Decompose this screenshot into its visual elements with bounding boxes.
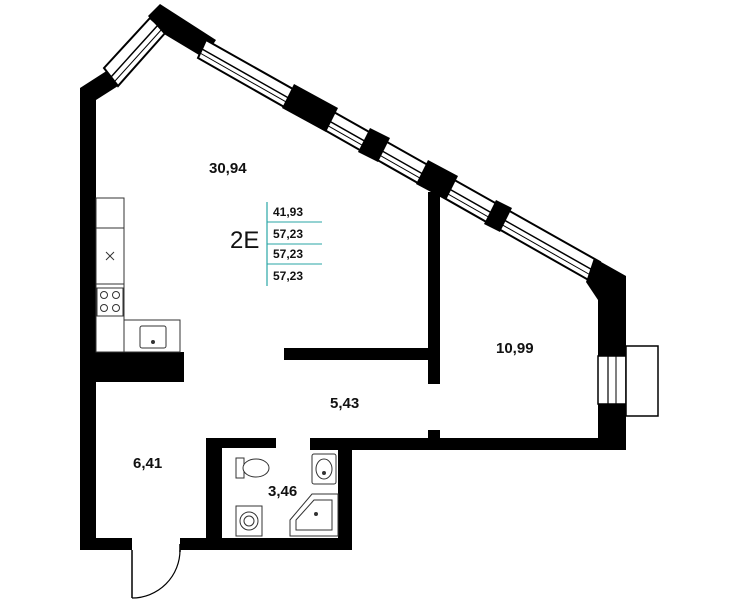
bathroom-right-wall	[338, 438, 352, 550]
kitchen-counter	[95, 197, 125, 353]
pier-1	[282, 84, 338, 132]
pier-4	[484, 200, 512, 232]
shower-icon	[289, 493, 339, 537]
corridor-bottom-wall	[310, 438, 626, 450]
unit-code: 2E	[230, 227, 259, 254]
bathroom-bottom-wall	[206, 538, 352, 550]
right-corner-wall	[586, 258, 626, 300]
room-area-living-kitchen: 30,94	[209, 160, 247, 177]
unit-summary: 2E 41,93 57,23 57,23 57,23	[230, 202, 322, 286]
window-walls	[80, 4, 626, 300]
room-area-entrance: 6,41	[133, 455, 162, 472]
stove-icon	[96, 287, 124, 317]
kitchen-fixtures	[95, 197, 181, 353]
right-wall-lower	[598, 404, 626, 450]
bathroom-left-wall	[206, 438, 222, 550]
summary-value-3: 57,23	[273, 247, 303, 261]
exterior-walls	[80, 88, 626, 550]
room-area-bedroom: 10,99	[496, 340, 534, 357]
summary-value-2: 57,23	[273, 227, 303, 241]
corridor-bottom-wall-left	[206, 438, 276, 448]
room-area-hallway: 5,43	[330, 395, 359, 412]
room-area-bathroom: 3,46	[268, 483, 297, 500]
entrance-bottom-wall-right	[180, 538, 208, 550]
balcony	[625, 345, 659, 417]
living-partition	[284, 348, 440, 360]
entrance-door	[131, 544, 181, 599]
left-wall	[80, 88, 96, 550]
top-corner-wall	[148, 4, 216, 58]
bedroom-left-wall-stub	[428, 430, 440, 440]
bathroom-fixtures	[235, 453, 339, 537]
entrance-bottom-wall	[80, 538, 132, 550]
side-window	[597, 345, 659, 417]
kitchen-wall-block	[96, 352, 184, 382]
washbasin-icon	[311, 453, 337, 485]
interior-walls	[96, 192, 440, 440]
summary-value-1: 41,93	[273, 205, 303, 219]
pier-3	[416, 160, 458, 200]
sink-icon	[139, 325, 167, 349]
pier-2	[358, 128, 390, 162]
bedroom-left-wall	[428, 192, 440, 384]
summary-value-4: 57,23	[273, 269, 303, 283]
window-nw	[102, 16, 168, 88]
cabinet-cross-icon	[105, 251, 115, 261]
toilet-icon	[235, 457, 270, 479]
room-areas: 30,94 10,99 5,43 6,41 3,46	[133, 160, 534, 500]
washing-machine-icon	[235, 505, 263, 537]
left-corner-wall	[80, 70, 118, 100]
